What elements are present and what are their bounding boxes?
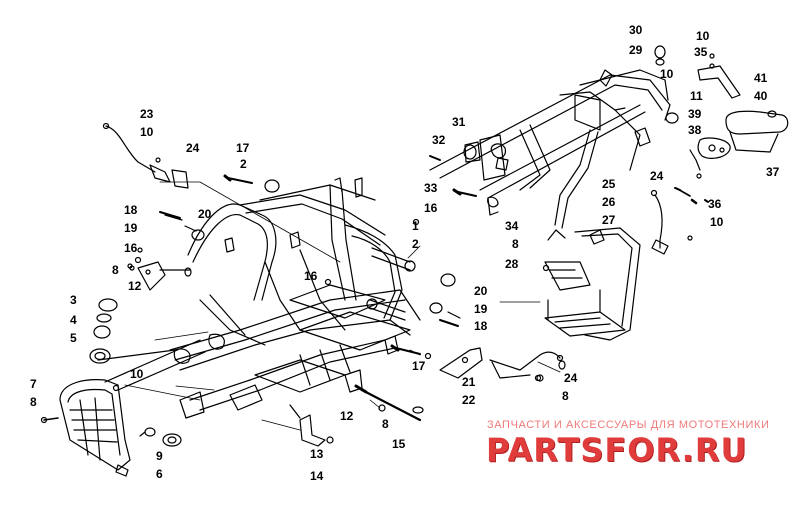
callout-label: 13	[310, 447, 324, 461]
callout-label: 12	[128, 279, 142, 293]
callout-label: 29	[629, 43, 643, 57]
callout-label: 18	[124, 203, 138, 217]
callout-label: 19	[474, 302, 488, 316]
right-cable	[439, 347, 566, 382]
callout-label: 16	[424, 201, 438, 215]
callout-label: 21	[462, 375, 476, 389]
watermark-subtitle: ЗАПЧАСТИ И АКСЕССУАРЫ ДЛЯ МОТОТЕХНИКИ	[487, 419, 770, 431]
watermark-brand: PARTSFOR.RU	[486, 431, 748, 469]
callout-label: 5	[70, 331, 77, 345]
callout-label: 12	[340, 409, 354, 423]
callout-label: 25	[602, 177, 616, 191]
callout-label: 16	[124, 241, 138, 255]
front-washers	[89, 298, 176, 364]
rear-cable	[650, 187, 709, 255]
callout-label: 18	[474, 319, 488, 333]
callout-label: 24	[650, 169, 664, 183]
callout-label: 27	[602, 213, 616, 227]
callout-labels: 1223456788888910101010111212131415161616…	[30, 23, 780, 483]
main-frame	[169, 177, 421, 419]
callout-label: 32	[432, 133, 446, 147]
callout-label: 20	[198, 207, 212, 221]
callout-label: 33	[424, 181, 438, 195]
callout-label: 24	[564, 371, 578, 385]
callout-label: 23	[140, 107, 154, 121]
tail-light	[689, 110, 789, 179]
callout-label: 8	[512, 237, 519, 251]
callout-label: 6	[156, 467, 163, 481]
callout-label: 10	[660, 67, 674, 81]
callout-label: 3	[70, 293, 77, 307]
callout-label: 8	[382, 417, 389, 431]
callout-label: 40	[754, 89, 768, 103]
callout-label: 4	[70, 313, 77, 327]
callout-label: 14	[310, 469, 324, 483]
front-bushings	[159, 179, 461, 327]
callout-label: 36	[708, 197, 722, 211]
callout-label: 30	[629, 23, 643, 37]
front-bumper	[59, 339, 206, 477]
callout-label: 10	[710, 215, 724, 229]
leader-lines	[124, 181, 561, 431]
callout-label: 17	[236, 141, 250, 155]
callout-label: 7	[30, 377, 37, 391]
callout-label: 19	[124, 221, 138, 235]
rear-subframe	[429, 69, 671, 241]
callout-label: 1	[412, 219, 419, 233]
rear-bushings	[490, 45, 679, 171]
callout-label: 20	[474, 284, 488, 298]
callout-label: 34	[505, 219, 519, 233]
callout-label: 26	[602, 195, 616, 209]
callout-label: 2	[412, 237, 419, 251]
callout-label: 2	[240, 157, 247, 171]
callout-label: 37	[766, 165, 780, 179]
callout-label: 17	[412, 359, 426, 373]
callout-label: 8	[112, 263, 119, 277]
callout-label: 8	[562, 389, 569, 403]
callout-label: 15	[392, 437, 406, 451]
callout-label: 10	[140, 125, 154, 139]
callout-label: 22	[462, 393, 476, 407]
callout-label: 8	[30, 395, 37, 409]
rear-basket	[542, 227, 641, 341]
callout-label: 24	[186, 141, 200, 155]
long-bolt	[354, 384, 424, 422]
callout-label: 16	[304, 269, 318, 283]
callout-label: 9	[156, 449, 163, 463]
callout-label: 10	[130, 367, 144, 381]
callout-label: 10	[696, 29, 710, 43]
left-bracket	[134, 256, 192, 291]
callout-label: 11	[690, 89, 703, 103]
lower-bracket	[289, 369, 386, 447]
rear-fasteners	[40, 155, 698, 424]
callout-label: 35	[694, 45, 708, 59]
callout-label: 28	[505, 257, 519, 271]
lower-mounts	[139, 427, 182, 447]
rear-bracket	[697, 53, 741, 99]
callout-label: 31	[452, 115, 466, 129]
callout-label: 39	[688, 107, 702, 121]
callout-label: 38	[688, 123, 702, 137]
callout-label: 41	[754, 71, 768, 85]
